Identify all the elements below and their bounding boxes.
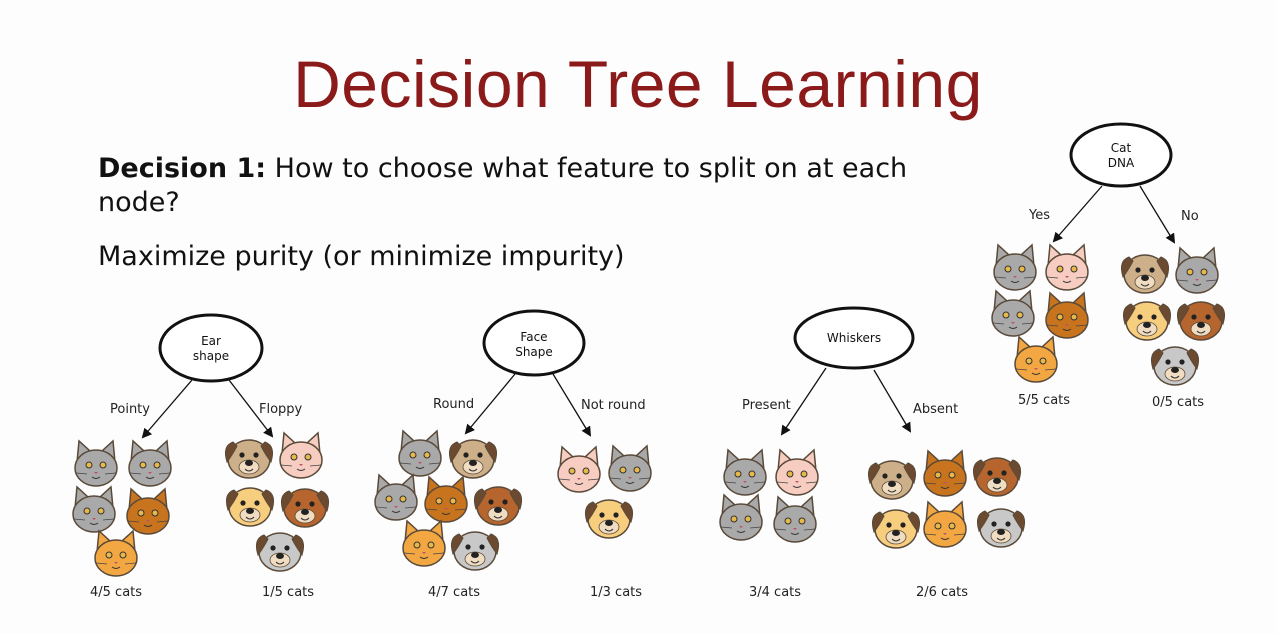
node-ear-shape xyxy=(158,313,264,383)
yellow-dog-icon xyxy=(872,509,920,549)
result-right: 0/5 cats xyxy=(1152,395,1204,410)
gray-dog-icon xyxy=(1151,346,1199,386)
ginger-cat-icon xyxy=(94,529,138,577)
gray-cat-icon xyxy=(991,289,1035,337)
result-left: 5/5 cats xyxy=(1018,393,1070,408)
node-label-line2: Shape xyxy=(515,345,553,359)
gray-cat-icon xyxy=(72,485,116,533)
branch-label-left: Present xyxy=(742,398,791,413)
slide-title: Decision Tree Learning xyxy=(293,47,983,121)
brown-dog-icon xyxy=(1177,301,1225,341)
result-right: 1/5 cats xyxy=(262,585,314,600)
animal-group-pointy xyxy=(72,439,172,577)
gray-dog-icon xyxy=(256,532,304,572)
result-right: 1/3 cats xyxy=(590,585,642,600)
branch-arrow-left xyxy=(141,379,193,439)
ginger-cat-icon xyxy=(402,519,446,567)
orange-cat-icon xyxy=(424,475,468,523)
gray-cat-icon xyxy=(1175,246,1219,294)
tree-ear-shape: Ear shape Pointy Floppy 4/5 cats 1/5 cat… xyxy=(72,313,329,600)
result-left: 4/5 cats xyxy=(90,585,142,600)
decision-question: Decision 1: How to choose what feature t… xyxy=(98,152,978,220)
node-label-line1: Ear xyxy=(201,334,221,348)
yellow-dog-icon xyxy=(1123,301,1171,341)
animal-group-yes xyxy=(991,243,1089,383)
branch-label-left: Round xyxy=(433,397,474,412)
node-face-shape xyxy=(482,309,586,377)
branch-arrow-right xyxy=(228,379,274,438)
pug-dog-icon xyxy=(449,439,497,479)
orange-cat-icon xyxy=(126,487,170,535)
gray-cat-icon xyxy=(374,473,418,521)
node-whiskers xyxy=(793,306,915,370)
node-label-line1: Whiskers xyxy=(827,331,881,345)
brown-dog-icon xyxy=(281,488,329,528)
brown-dog-icon xyxy=(474,486,522,526)
branch-arrow-right xyxy=(1139,185,1176,244)
result-left: 4/7 cats xyxy=(428,585,480,600)
decision-label: Decision 1: xyxy=(98,153,267,184)
gray-dog-icon xyxy=(977,508,1025,548)
gray-cat-icon xyxy=(993,243,1037,291)
result-right: 2/6 cats xyxy=(916,585,968,600)
yellow-dog-icon xyxy=(585,499,633,539)
branch-label-left: Yes xyxy=(1028,208,1050,223)
gray-cat-icon xyxy=(608,444,652,492)
branch-label-right: Floppy xyxy=(259,402,303,417)
decision-answer: Maximize purity (or minimize impurity) xyxy=(98,241,625,272)
pug-dog-icon xyxy=(1121,254,1169,294)
animal-group-not-round xyxy=(557,444,652,539)
pink-cat-icon xyxy=(279,431,323,479)
animal-group-present xyxy=(719,448,819,543)
gray-cat-icon xyxy=(398,429,442,477)
gray-cat-icon xyxy=(128,439,172,487)
tree-whiskers: Whiskers Present Absent 3/4 cats 2/6 cat… xyxy=(719,306,1025,600)
branch-arrow-left xyxy=(1052,185,1103,243)
animal-group-no xyxy=(1121,246,1225,386)
tree-cat-dna: Cat DNA Yes No 5/5 cats 0/5 cats xyxy=(991,122,1225,410)
branch-arrow-left xyxy=(464,373,516,435)
pink-cat-icon xyxy=(1045,243,1089,291)
branch-arrow-right xyxy=(873,369,912,433)
tree-face-shape: Face Shape Round Not round 4/7 cats 1/3 … xyxy=(374,309,652,600)
branch-arrow-right xyxy=(552,373,592,437)
gray-cat-icon xyxy=(773,495,817,543)
node-label-line2: DNA xyxy=(1108,156,1135,170)
pink-cat-icon xyxy=(557,445,601,493)
branch-label-left: Pointy xyxy=(110,402,150,417)
branch-label-right: Not round xyxy=(581,398,646,413)
branch-label-right: Absent xyxy=(913,402,958,417)
pug-dog-icon xyxy=(225,439,273,479)
ginger-cat-icon xyxy=(1014,335,1058,383)
ginger-cat-icon xyxy=(923,500,967,548)
gray-cat-icon xyxy=(723,448,767,496)
branch-arrow-left xyxy=(780,367,827,436)
node-cat-dna xyxy=(1069,122,1173,188)
gray-cat-icon xyxy=(719,493,763,541)
animal-group-floppy xyxy=(225,431,329,572)
yellow-dog-icon xyxy=(226,487,274,527)
orange-cat-icon xyxy=(1045,291,1089,339)
brown-dog-icon xyxy=(973,457,1021,497)
result-left: 3/4 cats xyxy=(749,585,801,600)
animal-group-round xyxy=(374,429,522,571)
node-label-line1: Face xyxy=(520,330,547,344)
orange-cat-icon xyxy=(923,449,967,497)
pug-dog-icon xyxy=(868,460,916,500)
animal-group-absent xyxy=(868,449,1025,549)
node-label-line1: Cat xyxy=(1111,141,1132,155)
gray-dog-icon xyxy=(451,531,499,571)
branch-label-right: No xyxy=(1181,209,1199,224)
pink-cat-icon xyxy=(775,448,819,496)
decision-question-text: How to choose what feature to split on a… xyxy=(98,153,908,218)
node-label-line2: shape xyxy=(193,349,229,363)
gray-cat-icon xyxy=(74,439,118,487)
